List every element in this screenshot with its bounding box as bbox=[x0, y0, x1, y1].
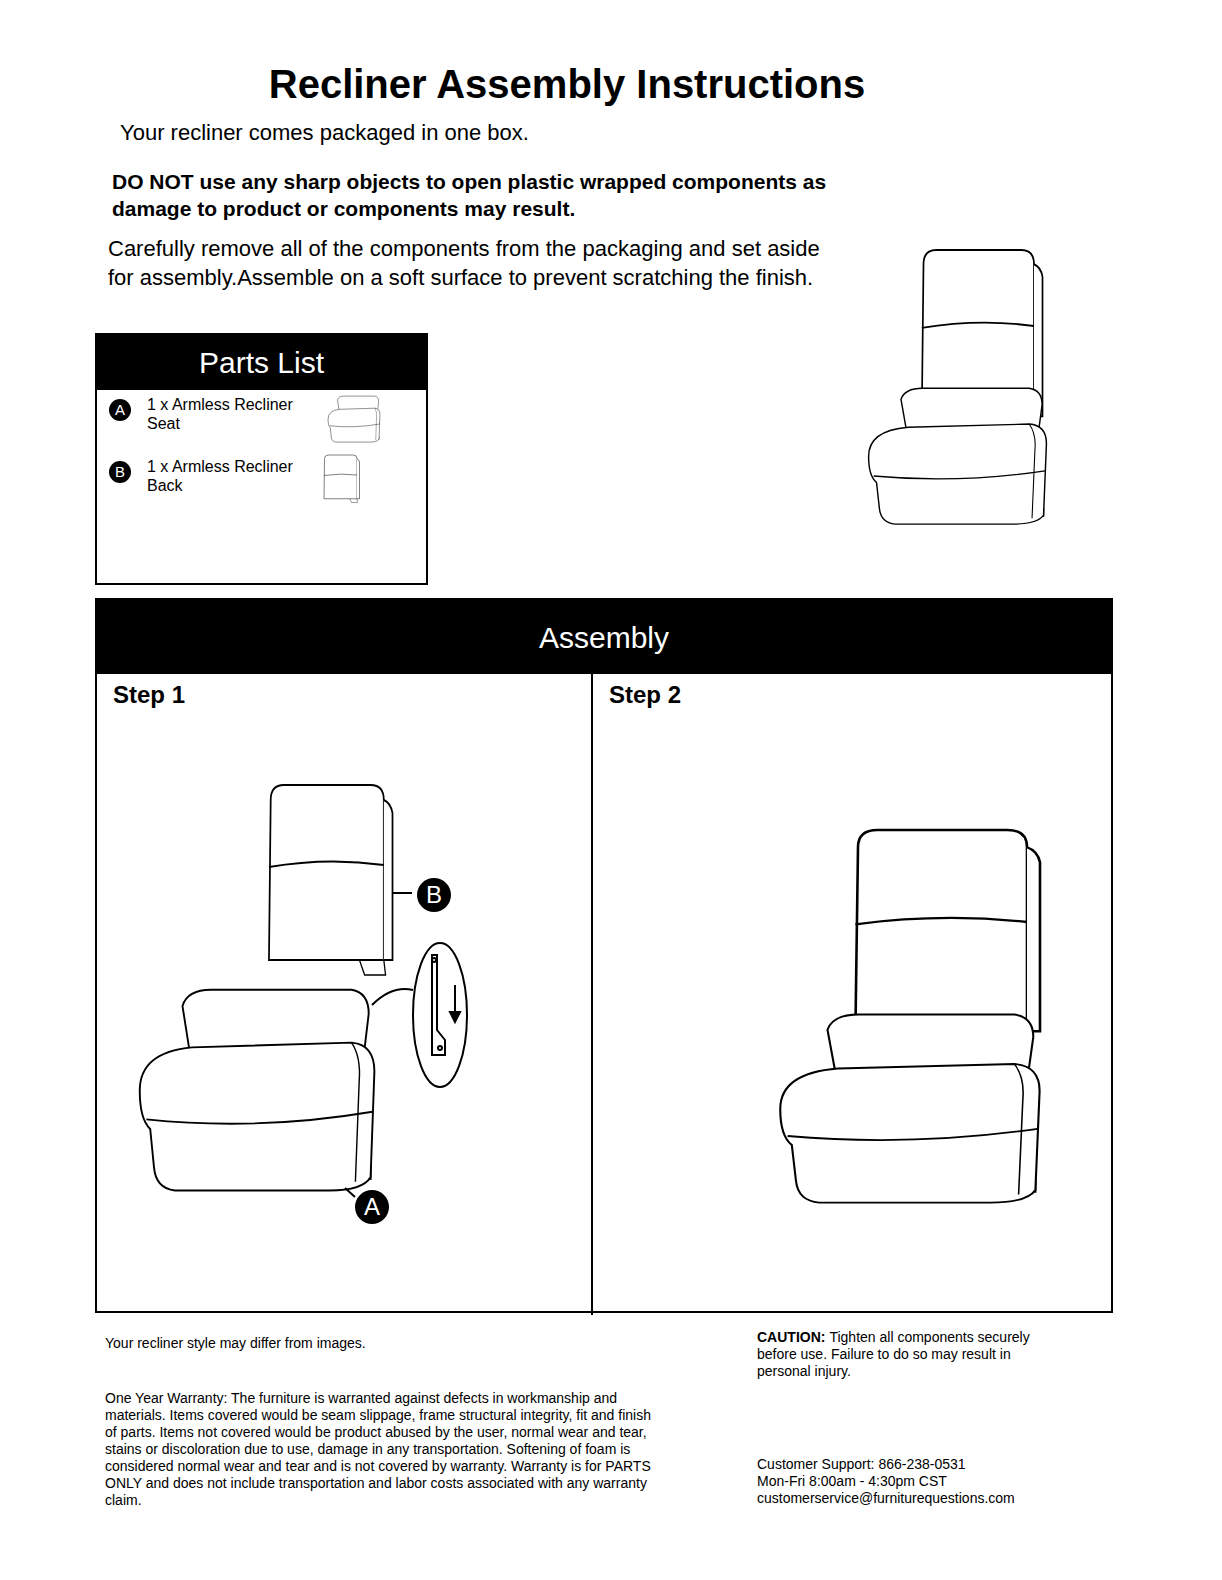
leader-line bbox=[372, 989, 413, 1005]
step1-back bbox=[269, 785, 393, 975]
detail-circle bbox=[413, 943, 467, 1087]
header-band: Parts List bbox=[97, 335, 426, 390]
step1-seat bbox=[140, 990, 375, 1191]
bracket-detail bbox=[432, 955, 460, 1055]
footer-note: Your recliner style may differ from imag… bbox=[105, 1335, 605, 1352]
chair-seat-figure bbox=[869, 388, 1047, 524]
page-title: Recliner Assembly Instructions bbox=[0, 62, 1134, 107]
callout-letter: A bbox=[364, 1194, 380, 1220]
intro-text: DO NOT use any sharp objects to open pla… bbox=[112, 168, 872, 223]
leader-line bbox=[345, 1188, 355, 1197]
step-panel: Step 2 bbox=[593, 674, 1115, 1315]
callout-circle: B bbox=[109, 461, 131, 483]
callout-circle: A bbox=[109, 399, 131, 421]
header-band: Assembly bbox=[97, 600, 1111, 674]
part-name: 1 x Armless Recliner Seat bbox=[147, 395, 307, 433]
leader-line bbox=[392, 892, 412, 894]
drawing-stroke bbox=[450, 1012, 460, 1022]
callout-letter: A bbox=[115, 402, 125, 419]
step-panel: Step 1 B A bbox=[97, 674, 593, 1315]
footer-note: Customer Support: 866-238-0531 bbox=[757, 1456, 1077, 1473]
step2-seat bbox=[780, 1015, 1039, 1203]
caution-note: CAUTION:Tighten all components securely … bbox=[757, 1329, 1062, 1380]
footer-note: One Year Warranty: The furniture is warr… bbox=[105, 1390, 665, 1510]
section-panel: AssemblyStep 1 B A Step 2 bbox=[95, 598, 1113, 1313]
callout-circle: A bbox=[355, 1190, 389, 1224]
back-icon bbox=[324, 455, 360, 503]
drawing-stroke bbox=[432, 958, 436, 962]
step-heading: Step 1 bbox=[113, 682, 575, 708]
section-heading: Assembly bbox=[539, 621, 669, 654]
seat-icon bbox=[328, 396, 380, 442]
caution-heading: CAUTION: bbox=[757, 1329, 825, 1345]
part-name: 1 x Armless Recliner Back bbox=[147, 457, 307, 495]
step-heading: Step 2 bbox=[609, 682, 1099, 708]
drawing-stroke bbox=[438, 1046, 442, 1050]
intro-text: Carefully remove all of the components f… bbox=[108, 235, 848, 292]
footer-note: Mon-Fri 8:00am - 4:30pm CST bbox=[757, 1473, 1077, 1490]
drawing-stroke bbox=[432, 955, 445, 1055]
footer-note: customerservice@furniturequestions.com bbox=[757, 1490, 1097, 1507]
callout-letter: B bbox=[115, 464, 125, 481]
intro-text: Your recliner comes packaged in one box. bbox=[120, 120, 820, 146]
callout-letter: B bbox=[426, 882, 442, 908]
section-heading: Parts List bbox=[199, 346, 324, 379]
callout-circle: B bbox=[417, 878, 451, 912]
